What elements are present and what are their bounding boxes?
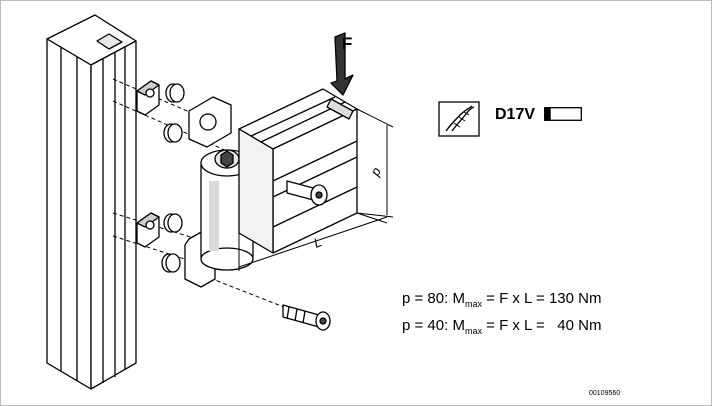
lower-spacer-1 [163,213,183,233]
loose-screw [282,304,331,331]
formula-row: p = 40: Mmax = F x L = 40 Nm [402,317,602,336]
upper-spacer-2 [163,123,183,143]
upper-t-nut [136,80,160,116]
hinge-bracket [184,96,232,288]
lower-t-nut [136,212,160,248]
torque-formulas: p = 80: Mmax = F x L = 130 Nm p = 40: Mm… [402,288,601,342]
dimension-lines [238,108,394,271]
force-label: F [342,34,353,53]
lower-spacer-2 [161,253,181,273]
upper-spacer-1 [165,83,185,103]
reference-code: 00109560 [589,390,621,397]
aluminium-profile-column [46,14,137,390]
profile-screw [286,180,328,206]
drill-bit-icon [438,101,480,137]
force-arrow [330,32,354,96]
bar-gauge-icon [544,107,582,121]
tool-code: D17V [495,106,536,123]
lever-profile [238,88,358,254]
hinge-cylinder [200,149,254,271]
formula-row: p = 80: Mmax = F x L = 130 Nm [402,290,602,309]
